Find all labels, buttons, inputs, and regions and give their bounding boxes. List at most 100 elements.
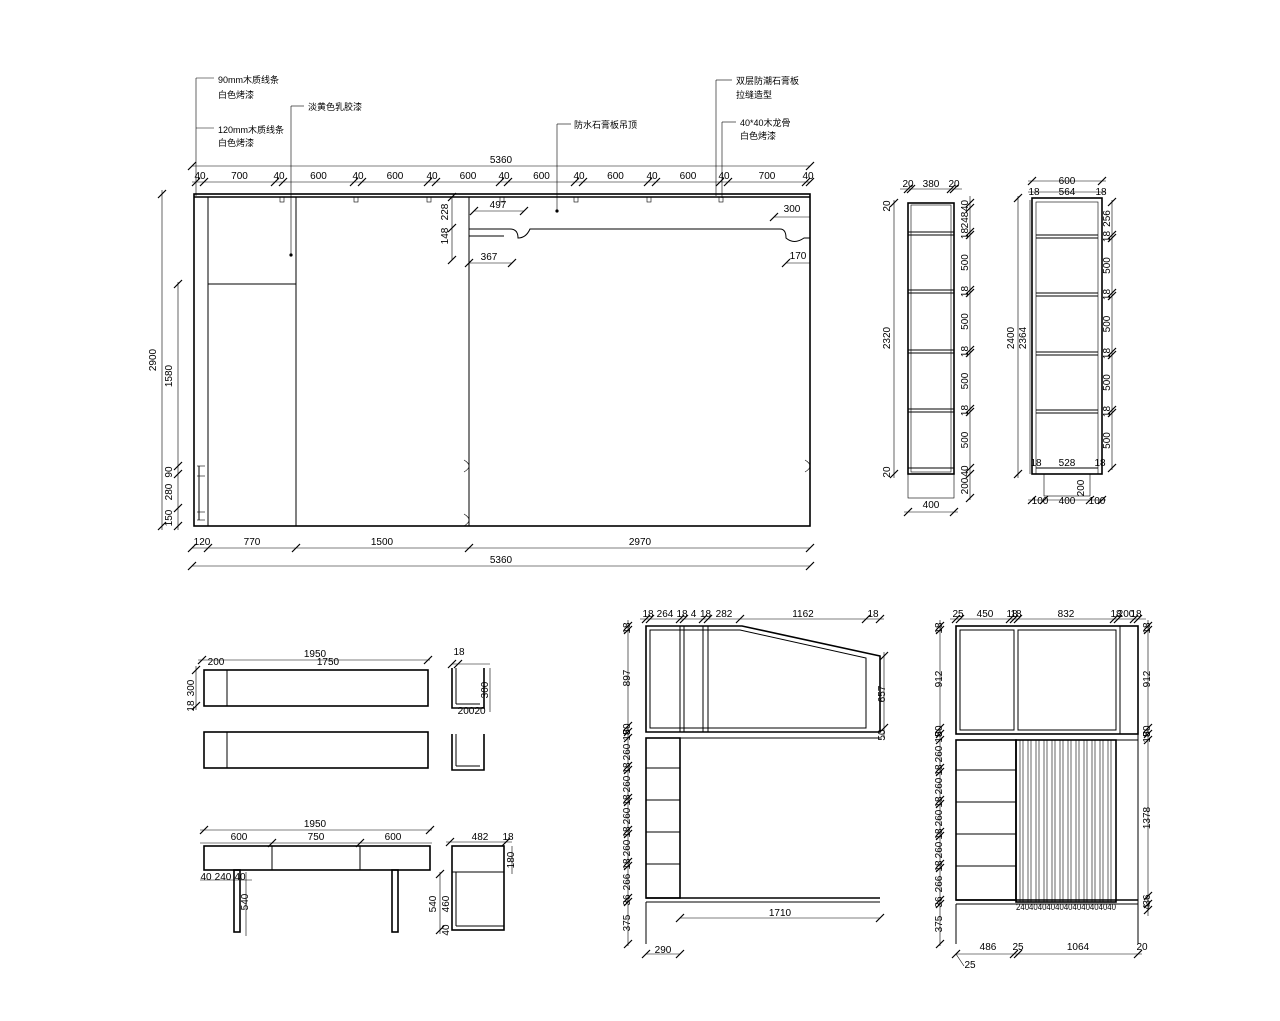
top-seg-16: 40	[802, 171, 814, 182]
bunk-right-top-6: 200	[1118, 609, 1135, 620]
bunk-left-side-5: 18	[622, 762, 633, 774]
bunk-left-top-2: 18	[676, 609, 688, 620]
top-seg-3: 600	[310, 171, 327, 182]
bunk-right-486: 486	[980, 942, 997, 953]
bunk-right-top-4: 832	[1058, 609, 1075, 620]
shelf-b-right-6: 500	[1102, 374, 1113, 391]
bunk-left-side-2: 50	[622, 723, 633, 735]
desk-side-180: 180	[506, 851, 517, 868]
bunk-right-right-4: 1378	[1142, 806, 1153, 829]
bunk-right-right-2: 50	[1142, 725, 1153, 737]
shelf-b-plinth-200: 200	[1076, 479, 1087, 496]
desk-side-18b: 18	[502, 832, 514, 843]
top-seg-7: 600	[460, 171, 477, 182]
arch-170-dim: 170	[790, 251, 807, 262]
bunk-right-right-0: 18	[1142, 622, 1153, 634]
top-seg-13: 600	[680, 171, 697, 182]
bunk-right-left-10: 260	[934, 841, 945, 858]
bottom-seg-2970: 2970	[629, 537, 652, 548]
bunk-right-left-13: 36	[934, 896, 945, 908]
bunk-right-right-1: 912	[1142, 670, 1153, 687]
shelf-a-20-top: 20	[882, 200, 893, 212]
arch-228-dim: 228	[440, 203, 451, 220]
top-seg-5: 600	[387, 171, 404, 182]
desk-side-40: 40	[441, 924, 452, 936]
note-yellow-latex: 淡黄色乳胶漆	[308, 101, 362, 112]
shelf-a-right-11: 200	[960, 477, 971, 494]
shelf-b-top-18b: 18	[1095, 187, 1107, 198]
bunk-left-side-4: 260	[622, 743, 633, 760]
shelf-b-right-3: 18	[1102, 289, 1113, 301]
bunk-left-top-1: 264	[657, 609, 674, 620]
bunk-right-top-5: 18	[1110, 609, 1122, 620]
bunk-left-top-3: 4	[691, 609, 697, 620]
shelf-b-bottom-100a: 100	[1032, 496, 1049, 507]
bottom-seg-1500: 1500	[371, 537, 394, 548]
desk-side-540: 540	[428, 895, 439, 912]
shelf-b-bottom-100b: 100	[1089, 496, 1106, 507]
top-seg-6: 40	[426, 171, 438, 182]
shelf-a-right-5: 500	[960, 313, 971, 330]
shelf-b-bottom-18b: 18	[1094, 458, 1106, 469]
bunk-right-left-12: 266	[934, 875, 945, 892]
note-waterproof-ceiling: 防水石膏板吊顶	[574, 119, 637, 130]
arch-367-dim: 367	[481, 252, 498, 263]
bunk-right-20: 20	[1136, 942, 1148, 953]
bunk-left-top-7: 18	[867, 609, 879, 620]
bunk-right-right-5: 36	[1142, 894, 1153, 906]
shelf-a-right-8: 18	[960, 405, 971, 417]
shelf-b-right-0: 256	[1102, 210, 1113, 227]
bunk-right-top-7: 18	[1130, 609, 1142, 620]
shelf-a-2320: 2320	[882, 326, 893, 349]
height-90-dim: 90	[164, 466, 175, 478]
shelf-a: 20 380 20 20 2320 20 4024818500185001850…	[882, 179, 975, 517]
arch-148-dim: 148	[440, 227, 451, 244]
shelf-a-right-9: 500	[960, 431, 971, 448]
bunk-right-1064: 1064	[1067, 942, 1090, 953]
shelf-b-right-4: 500	[1102, 315, 1113, 332]
top-seg-9: 600	[533, 171, 550, 182]
desk-front-600a: 600	[231, 832, 248, 843]
note-120mm-line: 120mm木质线条	[218, 124, 284, 135]
desk-front-750: 750	[308, 832, 325, 843]
shelf-b-bottom-528: 528	[1059, 458, 1076, 469]
bunk-left-side-8: 260	[622, 807, 633, 824]
shelf-a-right-10: 40	[960, 465, 971, 477]
arch-300-dim: 300	[784, 204, 801, 215]
bunk-left-side-10: 260	[622, 839, 633, 856]
shelf-a-right-4: 18	[960, 286, 971, 298]
shelf-b-2364: 2364	[1018, 326, 1029, 349]
bunk-right-left-6: 260	[934, 777, 945, 794]
bunk-left-top-4: 18	[700, 609, 712, 620]
bunk-right-left-2: 50	[934, 725, 945, 737]
desk-top-view: 1950 200 1750 18 300 18 300 200 20	[186, 647, 491, 771]
bunk-left-657: 657	[877, 685, 888, 702]
bunk-right-left-3: 18	[934, 731, 945, 743]
top-seg-10: 40	[573, 171, 585, 182]
note-white-paint-2: 白色烤漆	[218, 137, 254, 148]
bunk-left-side-12: 266	[622, 873, 633, 890]
desk-side-200: 200	[458, 706, 475, 717]
bunk-right-left-5: 18	[934, 764, 945, 776]
desk-top-1750: 1750	[317, 657, 340, 668]
note-white-paint-1: 白色烤漆	[218, 89, 254, 100]
top-seg-8: 40	[498, 171, 510, 182]
desk-leg-540: 540	[240, 893, 251, 910]
shelf-a-top-20a: 20	[902, 179, 914, 190]
top-seg-11: 600	[607, 171, 624, 182]
shelf-a-right-0: 40	[960, 200, 971, 212]
bottom-total-dim: 5360	[490, 555, 513, 566]
note-white-paint-3: 白色烤漆	[740, 130, 776, 141]
bunk-right-left-0: 18	[934, 622, 945, 634]
bunk-right-left-7: 18	[934, 796, 945, 808]
shelf-b-right-7: 18	[1102, 406, 1113, 418]
height-2900-dim: 2900	[148, 348, 159, 371]
top-seg-4: 40	[352, 171, 364, 182]
wardrobe-slats	[1019, 740, 1112, 902]
desk-front-view: 1950 600 750 600 40 240 40 540 482 18 18…	[199, 819, 517, 936]
shelf-b-top-18a: 18	[1028, 187, 1040, 198]
top-total-dim: 5360	[490, 155, 513, 166]
